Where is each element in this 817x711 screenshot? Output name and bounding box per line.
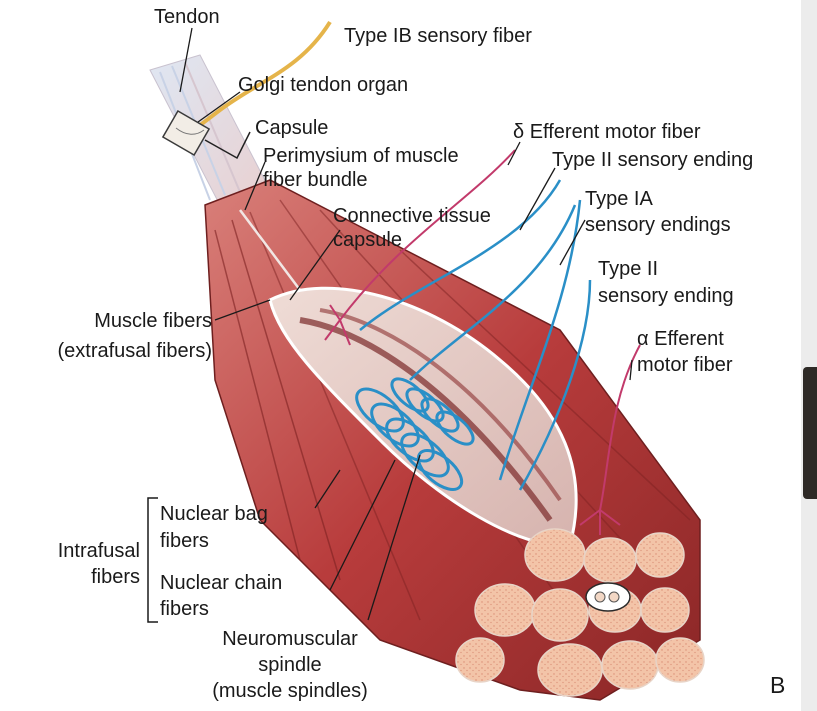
label-muscle-fibers-line2: (extrafusal fibers) — [0, 340, 212, 363]
label-nuclear-bag-line2: fibers — [160, 530, 209, 553]
label-intrafusal-line1: Intrafusal — [20, 540, 140, 563]
label-alpha-efferent-line2: motor fiber — [637, 354, 733, 377]
panel-letter: B — [770, 674, 785, 697]
label-spindle-line2: spindle — [190, 654, 390, 677]
label-alpha-efferent-line1: α Efferent — [637, 328, 724, 351]
label-connective-tissue-line1: Connective tissue — [333, 205, 491, 228]
spindle-cross-section — [586, 583, 630, 611]
label-type-ii-sensory-ending-top: Type II sensory ending — [552, 149, 753, 172]
label-capsule: Capsule — [255, 117, 328, 140]
label-perimysium-line1: Perimysium of muscle — [263, 145, 459, 168]
label-perimysium-line2: fiber bundle — [263, 169, 368, 192]
label-intrafusal-line2: fibers — [20, 566, 140, 589]
label-delta-efferent-motor-fiber: δ Efferent motor fiber — [513, 121, 701, 144]
label-golgi-tendon-organ: Golgi tendon organ — [238, 74, 408, 97]
label-nuclear-chain-line2: fibers — [160, 598, 209, 621]
label-type-ia-line1: Type IA — [585, 188, 653, 211]
side-tab — [803, 367, 817, 499]
label-nuclear-chain-line1: Nuclear chain — [160, 572, 282, 595]
label-type-ii-mid-line2: sensory ending — [598, 285, 734, 308]
label-muscle-fibers-line1: Muscle fibers — [20, 310, 212, 333]
label-type-ii-mid-line1: Type II — [598, 258, 658, 281]
label-connective-tissue-line2: capsule — [333, 229, 402, 252]
page-edge-strip — [801, 0, 817, 711]
intrafusal-bracket — [148, 498, 158, 622]
label-tendon: Tendon — [154, 6, 220, 29]
label-type-ia-line2: sensory endings — [585, 214, 731, 237]
label-spindle-line3: (muscle spindles) — [190, 680, 390, 703]
label-type-ib-sensory-fiber: Type IB sensory fiber — [344, 25, 532, 48]
label-spindle-line1: Neuromuscular — [190, 628, 390, 651]
label-nuclear-bag-line1: Nuclear bag — [160, 503, 268, 526]
